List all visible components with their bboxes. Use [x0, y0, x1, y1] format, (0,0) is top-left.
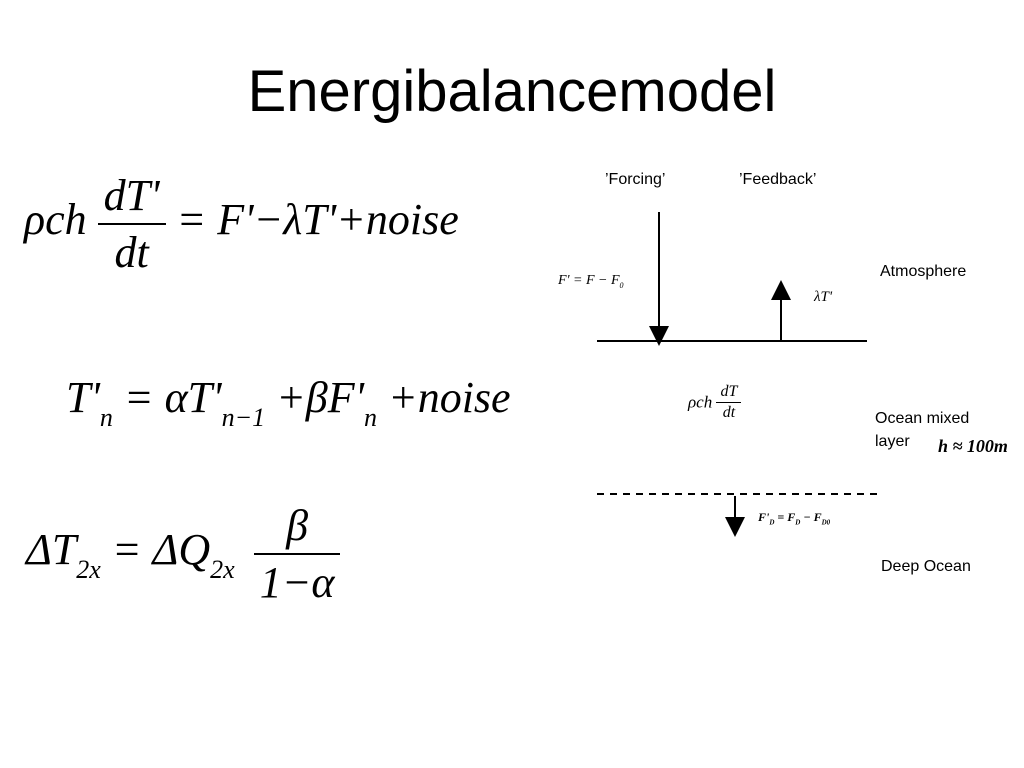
deep-ocean-label: Deep Ocean [881, 558, 971, 575]
eq2-sub-n-1: n−1 [221, 403, 266, 432]
eq3-mid: = ΔQ [111, 525, 211, 575]
eq2-t: T' [66, 373, 100, 422]
eq1-ch: ch [45, 195, 87, 245]
equation-climate-sensitivity: ΔT2x = ΔQ2x β 1−α [26, 500, 341, 608]
mixed-layer-heat-equation: ρch dT dt [688, 383, 742, 422]
equation-discrete-model: T'n = αT'n−1 +βF'n +noise [66, 372, 511, 433]
atmosphere-label: Atmosphere [880, 263, 967, 280]
eq2-tail: +noise [388, 373, 511, 422]
eq3-sub1: 2x [76, 555, 101, 585]
eq3-denominator: 1−α [253, 553, 341, 608]
mixed-layer-depth-equation: h ≈ 100m [938, 436, 1008, 456]
forcing-label: ’Forcing’ [605, 171, 666, 188]
eq3-lhs: ΔT [26, 525, 77, 575]
feedback-label: ’Feedback’ [739, 171, 817, 188]
feedback-equation: λT' [814, 289, 833, 305]
eq3-fraction: β 1−α [253, 500, 341, 608]
eq3-numerator: β [286, 501, 309, 550]
eq2-sub-n2: n [364, 403, 378, 432]
eq2-mid2: +βF' [276, 373, 365, 422]
ocean-mixed-layer-label-line2: layer [875, 433, 910, 450]
eq1-rhs: = F'−λT'+noise [176, 195, 459, 245]
eq2-mid1: = αT' [123, 373, 222, 422]
ocean-mixed-layer-label-line1: Ocean mixed [875, 410, 970, 427]
forcing-equation: F' = F − F0 [558, 273, 624, 290]
eq1-rho: ρ [24, 195, 46, 245]
eq3-sub2: 2x [210, 555, 235, 585]
eq1-fraction: dT' dt [97, 170, 166, 278]
eq2-sub-n: n [99, 403, 113, 432]
eq1-denominator: dt [97, 223, 166, 278]
deep-ocean-flux-equation: F'D = FD − FD0 [758, 510, 831, 527]
equation-energy-balance: ρch dT' dt = F'−λT'+noise [24, 170, 459, 278]
slide-title: Energibalancemodel [247, 59, 777, 124]
eq1-numerator: dT' [103, 171, 160, 220]
